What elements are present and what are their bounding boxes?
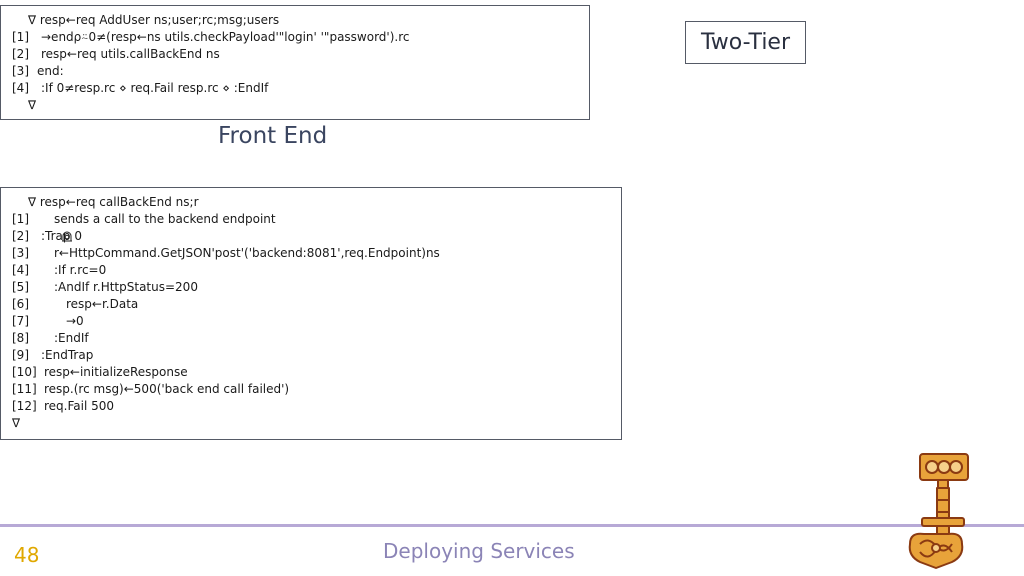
- slide-title-text: Two-Tier: [700, 30, 791, 55]
- page-number: 48: [14, 543, 40, 567]
- line-number: [3]: [12, 246, 29, 260]
- line-number: [8]: [12, 331, 29, 345]
- code-text: :Trap 0: [41, 229, 82, 243]
- line-number: [9]: [12, 348, 29, 362]
- code-line: [11] resp.(rc msg)←500('back end call fa…: [1, 381, 621, 398]
- code-line: ∇ resp←req AddUser ns;user;rc;msg;users: [1, 12, 589, 29]
- line-number: [3]: [12, 64, 29, 78]
- footer-title: Deploying Services: [383, 539, 575, 563]
- code-line: [10] resp←initializeResponse: [1, 364, 621, 381]
- code-text: sends a call to the backend endpoint: [54, 212, 276, 226]
- code-line: [4] :If r.rc=0: [1, 262, 621, 279]
- line-number: [2]: [12, 229, 29, 243]
- code-text: resp←r.Data: [66, 297, 139, 311]
- line-number: [7]: [12, 314, 29, 328]
- code-line: [9] :EndTrap: [1, 347, 621, 364]
- code-line: [8] :EndIf: [1, 330, 621, 347]
- code-line: [2] :Trap 0: [1, 228, 621, 245]
- code-line: [3] end:: [1, 63, 589, 80]
- line-number: [10]: [12, 365, 37, 379]
- code-text: resp←initializeResponse: [44, 365, 188, 379]
- code-text: req.Fail 500: [44, 399, 115, 413]
- code-line: [1] sends a call to the backend endpoint: [1, 211, 621, 242]
- section-subtitle: Front End: [218, 123, 328, 149]
- code-text: →0: [66, 314, 84, 328]
- line-number: [5]: [12, 280, 29, 294]
- code-text: →endρ⍨0≠(resp←ns utils.checkPayload'"log…: [41, 30, 410, 44]
- code-text: :AndIf r.HttpStatus=200: [54, 280, 198, 294]
- line-number: [6]: [12, 297, 29, 311]
- line-number: [4]: [12, 81, 29, 95]
- code-line: [7] →0: [1, 313, 621, 330]
- line-number: [12]: [12, 399, 37, 413]
- code-line: ∇ resp←req callBackEnd ns;r: [1, 194, 621, 211]
- code-text: ∇: [12, 416, 21, 430]
- code-text: resp←req utils.callBackEnd ns: [41, 47, 220, 61]
- code-text: :If r.rc=0: [54, 263, 107, 277]
- code-text: :EndIf: [54, 331, 89, 345]
- code-line: [6] resp←r.Data: [1, 296, 621, 313]
- code-line: [12] req.Fail 500: [1, 398, 621, 415]
- code-block-adduser: ∇ resp←req AddUser ns;user;rc;msg;users …: [0, 5, 590, 120]
- code-line: ∇: [1, 97, 589, 114]
- code-line: ∇: [1, 415, 621, 432]
- line-number: [1]: [12, 212, 29, 226]
- code-text: ∇ resp←req AddUser ns;user;rc;msg;users: [28, 13, 280, 27]
- code-line: [1] →endρ⍨0≠(resp←ns utils.checkPayload'…: [1, 29, 589, 46]
- code-text: ∇ resp←req callBackEnd ns;r: [28, 195, 199, 209]
- code-text: ∇: [28, 98, 37, 112]
- code-line: [3] r←HttpCommand.GetJSON'post'('backend…: [1, 245, 621, 262]
- code-line: [5] :AndIf r.HttpStatus=200: [1, 279, 621, 296]
- code-line: [2] resp←req utils.callBackEnd ns: [1, 46, 589, 63]
- footer-divider: [0, 524, 1024, 527]
- code-text: r←HttpCommand.GetJSON'post'('backend:808…: [54, 246, 440, 260]
- hammer-logo-icon: [902, 452, 970, 570]
- line-number: [4]: [12, 263, 29, 277]
- code-block-callbackend: ∇ resp←req callBackEnd ns;r [1] sends a …: [0, 187, 622, 440]
- code-text: :If 0≠resp.rc ⋄ req.Fail resp.rc ⋄ :EndI…: [41, 81, 269, 95]
- apl-comment-lamp-icon: [38, 213, 72, 242]
- line-number: [2]: [12, 47, 29, 61]
- slide-title: Two-Tier: [685, 21, 806, 64]
- code-text: resp.(rc msg)←500('back end call failed'…: [44, 382, 290, 396]
- code-line: [4] :If 0≠resp.rc ⋄ req.Fail resp.rc ⋄ :…: [1, 80, 589, 97]
- code-text: :EndTrap: [41, 348, 94, 362]
- line-number: [11]: [12, 382, 37, 396]
- line-number: [1]: [12, 30, 29, 44]
- code-text: end:: [37, 64, 64, 78]
